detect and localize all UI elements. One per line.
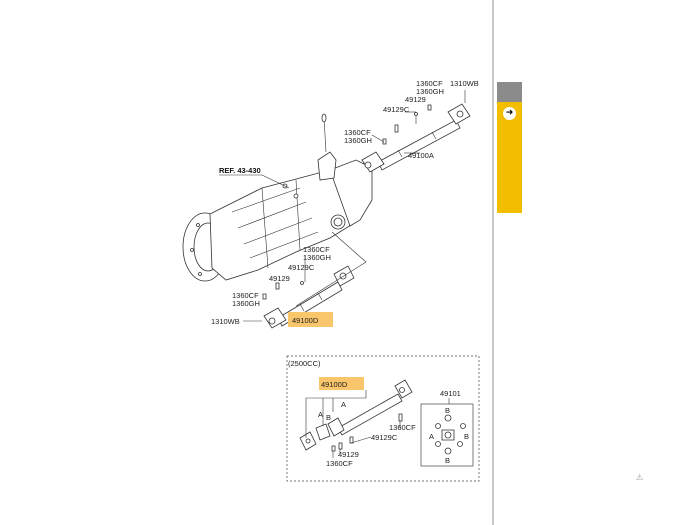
label-49129-upper[interactable]: 49129 [405, 95, 426, 104]
inset-label-49129[interactable]: 49129 [338, 450, 359, 459]
side-tab[interactable]: ➜ [497, 82, 522, 213]
inset-bolt-49129c [349, 436, 354, 444]
nut-1360-lower [262, 293, 267, 300]
uj-label-a-left[interactable]: A [429, 432, 434, 441]
label-49100a[interactable]: 49100A [408, 151, 434, 160]
transmission-illustration [182, 113, 373, 282]
inset-2500cc [286, 355, 480, 482]
inset-label-1360cf-bottom[interactable]: 1360CF [326, 459, 353, 468]
inset-label-a-top[interactable]: A [341, 400, 346, 409]
bolt-49129-lower [275, 282, 280, 290]
label-49129-lower[interactable]: 49129 [269, 274, 290, 283]
info-arrow-icon[interactable]: ➜ [503, 107, 516, 120]
inset-title[interactable]: (2500CC) [288, 359, 321, 368]
label-1360cf-upper-b[interactable]: 1360CF [344, 128, 371, 137]
side-tab-header [497, 82, 522, 102]
label-1360cf-upper-a[interactable]: 1360CF [416, 79, 443, 88]
universal-joint-box [420, 403, 474, 467]
inset-label-a-mid[interactable]: A [318, 410, 323, 419]
label-1360cf-lower-b[interactable]: 1360CF [232, 291, 259, 300]
panel-divider [492, 0, 494, 525]
inset-label-49129c[interactable]: 49129C [371, 433, 398, 442]
label-49129c-upper[interactable]: 49129C [383, 105, 410, 114]
inset-shaft[interactable] [299, 379, 413, 451]
universal-joint-parts[interactable] [435, 414, 466, 455]
inset-nut-1360cf [398, 413, 403, 422]
bolt-49129-upper [414, 112, 418, 116]
ref-label[interactable]: REF. 43-430 [219, 166, 261, 175]
label-1360gh-lower-a[interactable]: 1360GH [303, 253, 331, 262]
label-49129c-lower[interactable]: 49129C [288, 263, 315, 272]
uj-label-b-right[interactable]: B [464, 432, 469, 441]
bolt-49129c-lower [300, 281, 304, 285]
warning-icon: ⚠ [636, 473, 644, 482]
inset-nut-1360cf-bottom [331, 445, 336, 452]
label-49100d-main[interactable]: 49100D [292, 316, 319, 325]
nut-1360-upper-right [427, 104, 432, 111]
inset-bolt-49129 [338, 442, 343, 450]
label-1310wb-lower[interactable]: 1310WB [211, 317, 240, 326]
inset-label-1360cf-right[interactable]: 1360CF [389, 423, 416, 432]
inset-label-b-mid[interactable]: B [326, 413, 331, 422]
label-1360cf-lower-a[interactable]: 1360CF [303, 245, 330, 254]
label-1310wb-upper[interactable]: 1310WB [450, 79, 479, 88]
label-1360gh-lower-b[interactable]: 1360GH [232, 299, 260, 308]
parts-diagram: REF. 43-430 1360CF 1360GH 49129 1310WB 4… [182, 79, 480, 482]
highlight-49100d-main [288, 312, 333, 327]
inset-label-49101[interactable]: 49101 [440, 389, 461, 398]
upper-propeller-shaft[interactable] [361, 103, 471, 173]
uj-label-b-bottom[interactable]: B [445, 456, 450, 465]
label-49100d-inset[interactable]: 49100D [321, 380, 348, 389]
highlight-49100d-inset [319, 377, 364, 390]
uj-label-b-top[interactable]: B [445, 406, 450, 415]
label-1360gh-upper-a[interactable]: 1360GH [416, 87, 444, 96]
bolt-49129c-upper [394, 124, 399, 133]
label-1360gh-upper-b[interactable]: 1360GH [344, 136, 372, 145]
